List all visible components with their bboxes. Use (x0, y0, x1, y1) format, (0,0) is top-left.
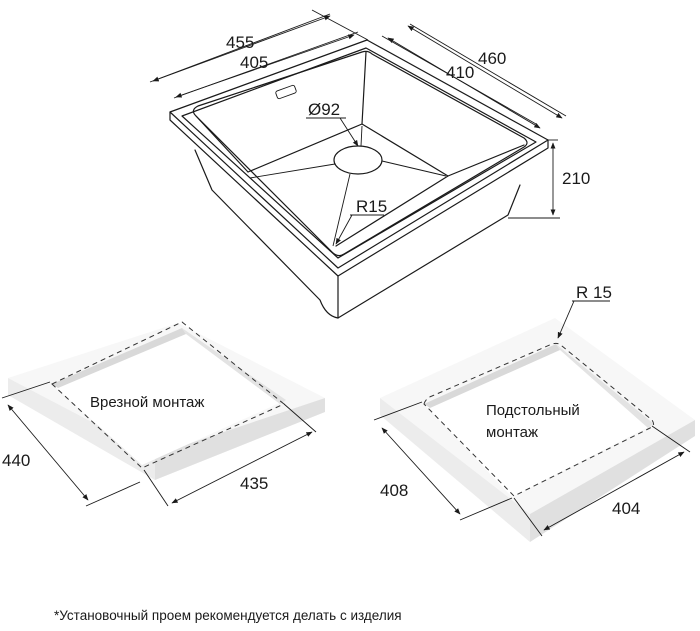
cutout-undermount-width: 404 (612, 499, 640, 518)
dim-height: 210 (562, 169, 590, 188)
cutout-drop-in-title: Врезной монтаж (90, 394, 204, 411)
dim-drain-diameter: Ø92 (308, 100, 340, 119)
drain-hole (333, 145, 383, 175)
cutout-drop-in-depth: 440 (2, 451, 30, 470)
cutout-drop-in (1, 321, 325, 507)
cutout-undermount-corner-radius: R 15 (576, 283, 612, 302)
cutout-undermount-title-line2: монтаж (486, 424, 538, 441)
dim-outer-width: 455 (226, 33, 254, 52)
cutout-drop-in-width: 435 (240, 474, 268, 493)
dim-corner-radius: R15 (356, 197, 387, 216)
cutout-undermount (373, 300, 695, 542)
logo-plate (275, 84, 297, 100)
dim-outer-depth: 460 (478, 49, 506, 68)
cutout-undermount-title-line1: Подстольный (486, 402, 580, 419)
dim-inner-depth: 410 (446, 63, 474, 82)
footnote: *Установочный проем рекомендуется делать… (54, 608, 402, 623)
dim-inner-width: 405 (240, 53, 268, 72)
sink-drawing (149, 9, 567, 319)
cutout-undermount-depth: 408 (380, 481, 408, 500)
